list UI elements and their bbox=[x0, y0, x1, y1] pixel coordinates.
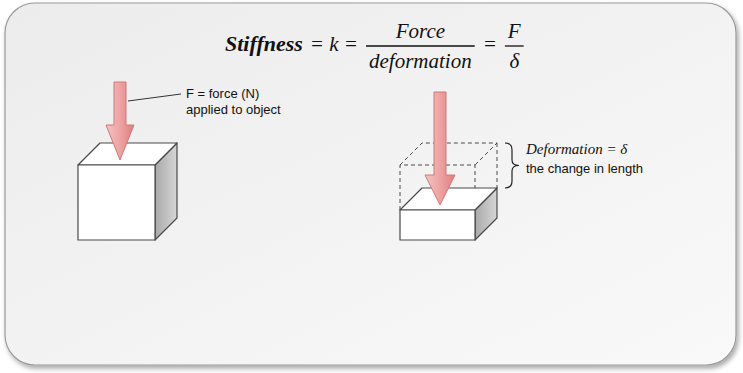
brace bbox=[505, 143, 519, 188]
force-label: F = force (N) applied to object bbox=[186, 86, 296, 117]
fraction-numerator: Force bbox=[396, 19, 445, 44]
leader-line bbox=[128, 94, 181, 101]
force-arrow bbox=[425, 92, 455, 205]
formula-term: = bbox=[483, 32, 497, 57]
cube bbox=[78, 143, 177, 240]
fraction-denominator: δ bbox=[509, 49, 519, 74]
formula-term: Stiffness bbox=[225, 31, 303, 57]
fraction-bar bbox=[366, 45, 475, 46]
fraction-bar bbox=[505, 45, 524, 46]
compressed-cube bbox=[400, 188, 497, 240]
force-arrow bbox=[106, 82, 134, 160]
deformation-note: the change in length bbox=[526, 161, 643, 177]
fraction-numerator: F bbox=[508, 19, 521, 44]
formula-term: = k = bbox=[310, 32, 358, 57]
deformation-label: Deformation = δ bbox=[526, 140, 627, 158]
fraction-denominator: deformation bbox=[369, 49, 472, 74]
panel bbox=[5, 3, 736, 365]
